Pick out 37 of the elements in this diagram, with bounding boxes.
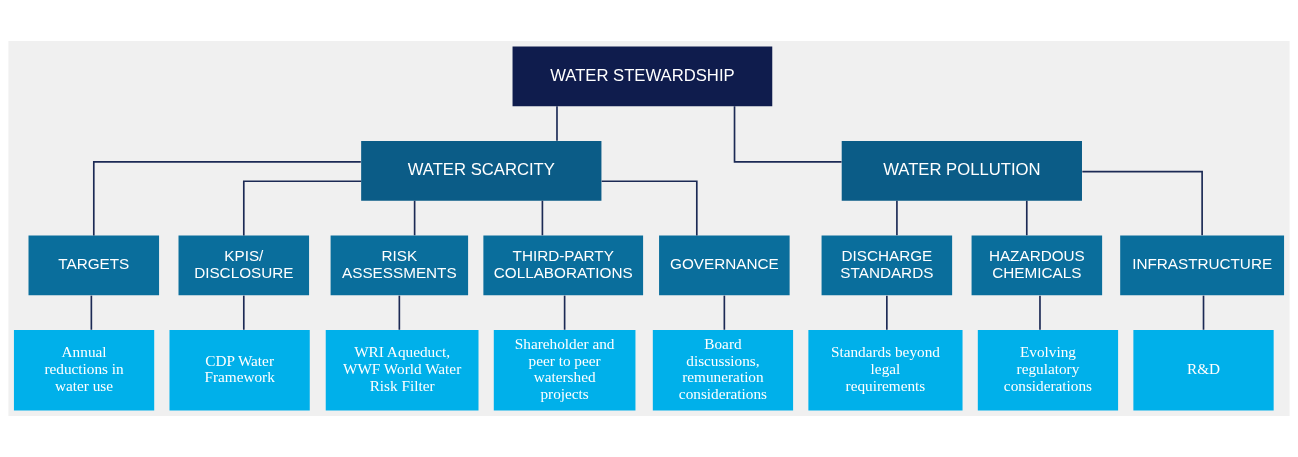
connector [563, 294, 566, 331]
node-box: WATER POLLUTION [841, 141, 1082, 201]
node-box: THIRD-PARTY COLLABORATIONS [483, 235, 644, 296]
node-box: TARGETS [28, 235, 160, 296]
connector [886, 294, 888, 331]
connector [92, 161, 362, 237]
connector [896, 199, 898, 237]
node-box: WATER STEWARDSHIP [512, 46, 773, 107]
node-box: INFRASTRUCTURE [1120, 235, 1285, 296]
node-box: CDP Water Framework [169, 329, 310, 411]
connector [413, 199, 416, 237]
node-box: WATER SCARCITY [361, 141, 602, 201]
node-box: Board discussions, remuneration considerations [652, 329, 794, 411]
node-box: RISK ASSESSMENTS [330, 235, 469, 296]
connector [733, 105, 843, 163]
connector [242, 180, 362, 237]
connector [1025, 199, 1028, 237]
node-box: Annual reductions in water use [13, 329, 155, 411]
node-box: Standards beyond legal requirements [808, 329, 963, 411]
connector [242, 294, 245, 331]
connector [90, 294, 93, 331]
connector [1081, 170, 1203, 236]
connector [556, 105, 558, 142]
connector [723, 294, 726, 331]
connector [398, 294, 401, 331]
node-box: Shareholder and peer to peer watershed projects [493, 329, 636, 411]
node-box: Evolving regulatory considerations [977, 329, 1119, 411]
connector [1039, 294, 1041, 331]
node-box: GOVERNANCE [659, 235, 790, 296]
connector [541, 199, 544, 237]
node-box: R&D [1133, 329, 1274, 411]
node-box: WRI Aqueduct, WWF World Water Risk Filter [325, 329, 479, 411]
node-box: DISCHARGE STANDARDS [821, 235, 953, 296]
connector [600, 180, 698, 237]
node-box: HAZARDOUS CHEMICALS [971, 235, 1103, 296]
connector [1202, 294, 1205, 331]
node-box: KPIS/ DISCLOSURE [178, 235, 310, 296]
